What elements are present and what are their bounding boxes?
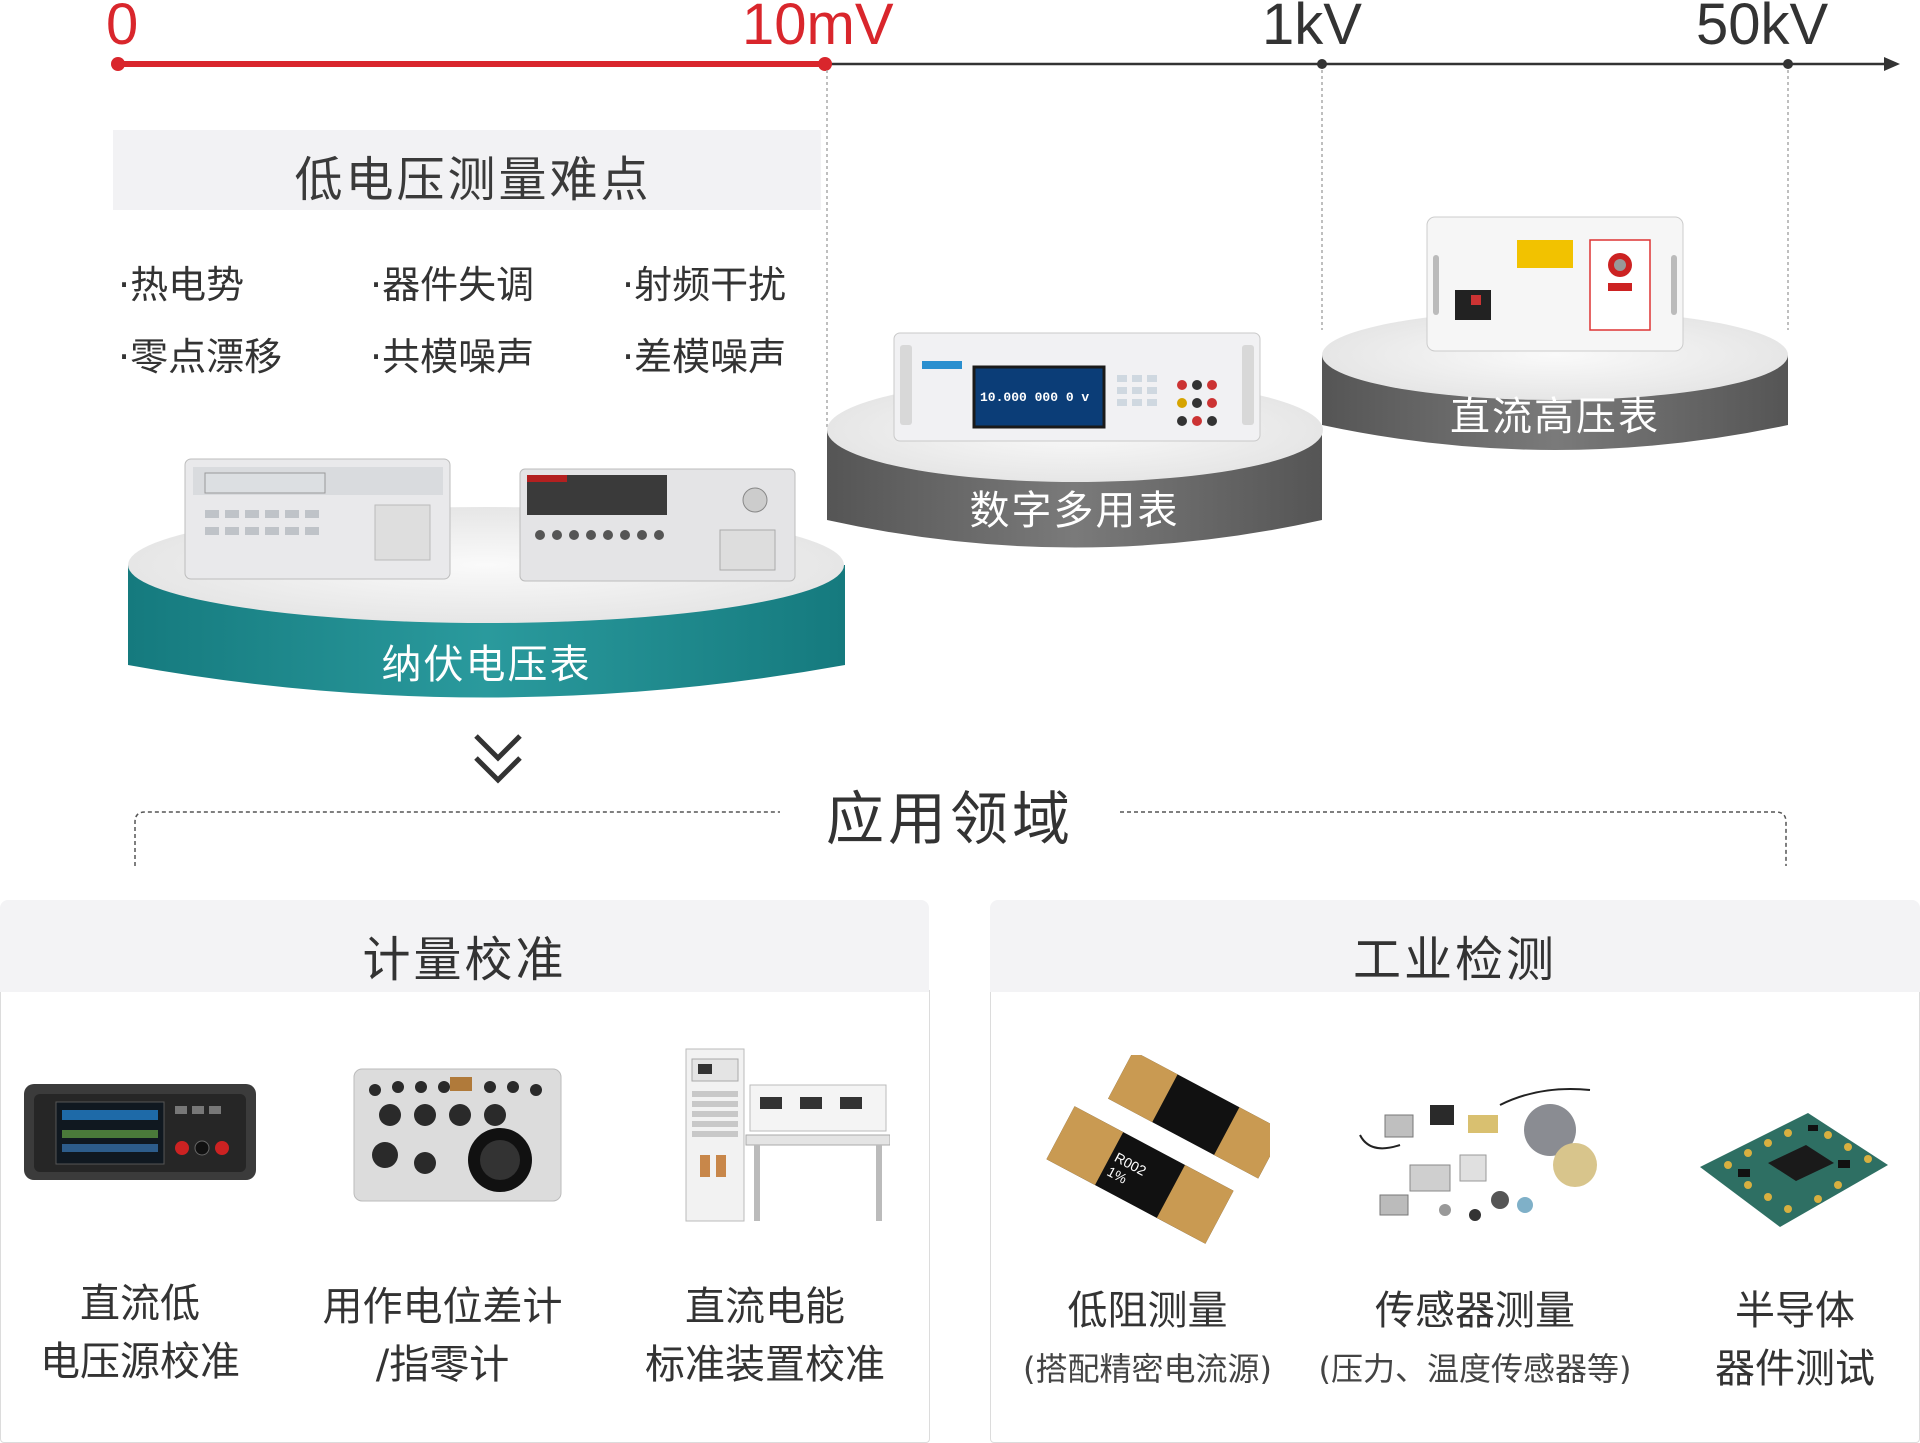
caption-industrial-3: 半导体 器件测试 (1680, 1282, 1910, 1398)
difficulties-title: 低电压测量难点 (294, 152, 652, 208)
caption-line: 直流低 (80, 1281, 200, 1327)
difficulty-item: ·器件失调 (370, 263, 535, 307)
nanovoltmeter-devices (184, 458, 796, 582)
keithley-nanovoltmeter (519, 468, 796, 582)
panel-industrial-title: 工业检测 (1352, 932, 1557, 988)
circuit-board-icon (1700, 1113, 1888, 1227)
caption-line: 器件测试 (1715, 1346, 1875, 1392)
keysight-nanovoltmeter (184, 458, 451, 580)
sensors-icon (1359, 1088, 1597, 1221)
difficulty-item: ·零点漂移 (118, 335, 283, 379)
caption-line: 低阻测量 (1067, 1288, 1228, 1334)
voltage-scale-axis (111, 57, 1900, 71)
test-bench-icon (685, 1048, 890, 1222)
panel-metrology-title: 计量校准 (362, 932, 567, 988)
caption-industrial-1: 低阻测量 (搭配精密电流源) (1010, 1282, 1285, 1398)
caption-line: /指零计 (375, 1342, 510, 1388)
caption-line: 用作电位差计 (322, 1284, 563, 1330)
difficulty-item: ·共模噪声 (370, 335, 535, 379)
caption-line: 半导体 (1735, 1288, 1855, 1334)
shunt-resistor-icon (1046, 1055, 1270, 1244)
caption-line: 电压源校准 (40, 1339, 240, 1385)
scale-tick-10mv: 10mV (742, 0, 894, 57)
application-title: 应用领域 (800, 772, 1100, 856)
difficulty-item: ·差模噪声 (622, 335, 787, 379)
double-chevron-down-icon (474, 734, 522, 784)
caption-line: 标准装置校准 (645, 1342, 885, 1388)
panel-metrology-header (0, 900, 929, 992)
application-bracket (134, 811, 1787, 866)
caption-metrology-2: 用作电位差计 /指零计 (300, 1278, 585, 1394)
range-guides (826, 70, 1789, 430)
caption-line: 传感器测量 (1375, 1288, 1575, 1334)
instrument-label-dmm: 数字多用表 (969, 488, 1180, 534)
caption-metrology-3: 直流电能 标准装置校准 (620, 1278, 910, 1394)
dmm-display-reading: 10.000 000 0 v (980, 390, 1090, 405)
hv-meter-device (1426, 216, 1684, 352)
caption-subline: (压力、温度传感器等) (1318, 1350, 1632, 1388)
dmm-device (893, 332, 1261, 442)
caption-industrial-2: 传感器测量 (压力、温度传感器等) (1310, 1282, 1640, 1398)
scale-tick-0: 0 (106, 0, 139, 57)
scale-tick-1kv: 1kV (1262, 0, 1362, 57)
instrument-label-nanovolt: 纳伏电压表 (381, 642, 592, 688)
caption-subline: (搭配精密电流源) (1023, 1350, 1272, 1388)
power-supply-icon (24, 1084, 256, 1180)
caption-line: 直流电能 (685, 1284, 845, 1330)
instrument-label-hv: 直流高压表 (1450, 394, 1660, 440)
difficulty-item: ·热电势 (118, 263, 245, 307)
scale-tick-50kv: 50kV (1696, 0, 1829, 57)
panel-metrology (0, 990, 930, 1443)
caption-metrology-1: 直流低 电压源校准 (10, 1275, 270, 1391)
potentiometer-icon (353, 1068, 562, 1202)
panel-industrial-header (990, 900, 1920, 992)
difficulty-item: ·射频干扰 (622, 263, 787, 307)
difficulties-title-bar (113, 130, 821, 210)
